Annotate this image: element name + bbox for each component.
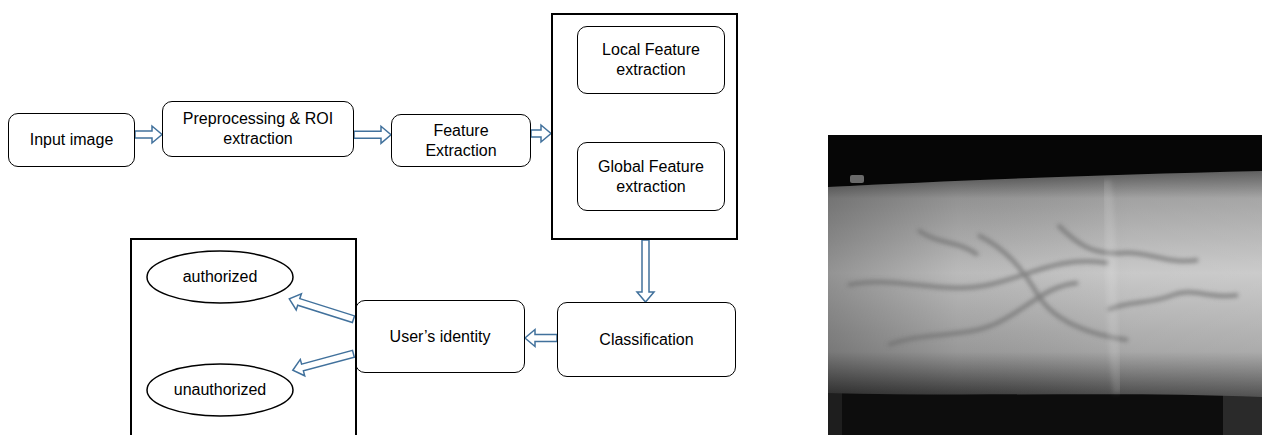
group-box: authorized unauthorized [130,238,357,435]
process-box: Preprocessing & ROI extraction [162,101,354,157]
process-box: User’s identity [355,300,525,373]
block-arrow [293,350,355,376]
node-label: Local Feature extraction [578,40,724,80]
node-label: Global Feature extraction [578,157,724,197]
block-arrow [135,126,162,143]
process-box: Local Feature extraction [577,26,725,94]
process-box: Input image [8,113,135,167]
result-ellipse: authorized [146,250,294,304]
node-label: Feature Extraction [392,121,530,161]
block-arrow [637,240,654,302]
node-label: Input image [24,130,120,150]
process-box: Classification [557,302,736,377]
process-box: Feature Extraction [391,114,531,167]
process-box: Global Feature extraction [577,142,725,211]
node-label: authorized [177,267,264,287]
block-arrow [289,294,354,323]
node-label: Preprocessing & ROI extraction [163,109,353,149]
result-ellipse: unauthorized [146,363,294,417]
block-arrow [525,330,557,347]
finger-vein-image [828,135,1262,435]
group-box: Local Feature extractionGlobal Feature e… [551,13,738,240]
block-arrow [354,126,391,143]
node-label: User’s identity [384,327,497,347]
block-arrow [531,125,551,142]
node-label: Classification [593,330,699,350]
node-label: unauthorized [168,380,273,400]
